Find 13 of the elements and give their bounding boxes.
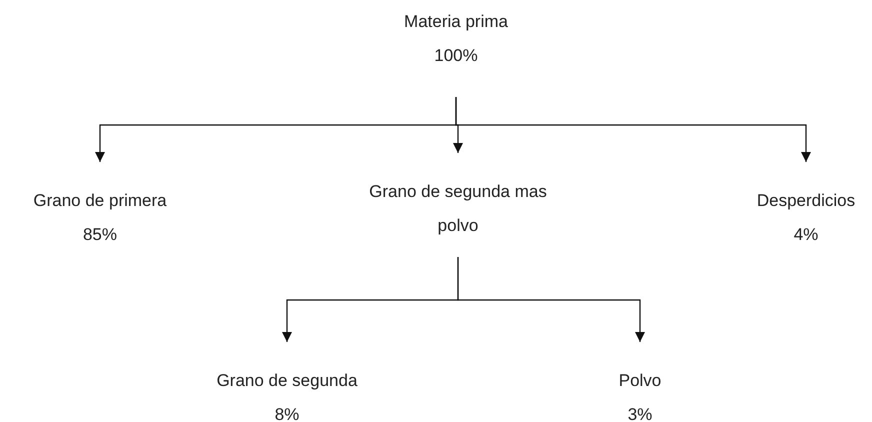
node-label: Grano de segunda mas polvo [368,181,548,237]
percentage-label: 8% [274,404,300,422]
node-label: Desperdicios [756,190,856,212]
arrow [457,257,645,342]
percentage-label: 85% [82,224,118,246]
percentage-label: 100% [433,45,479,67]
node-label: Grano de segunda [216,370,358,392]
node-label: Grano de primera [33,190,167,212]
arrow [455,97,811,162]
node-label: Polvo [618,370,662,392]
percentage-label: 3% [626,404,654,422]
percentage-label: 4% [792,224,820,246]
node-label: Materia prima [404,11,508,33]
